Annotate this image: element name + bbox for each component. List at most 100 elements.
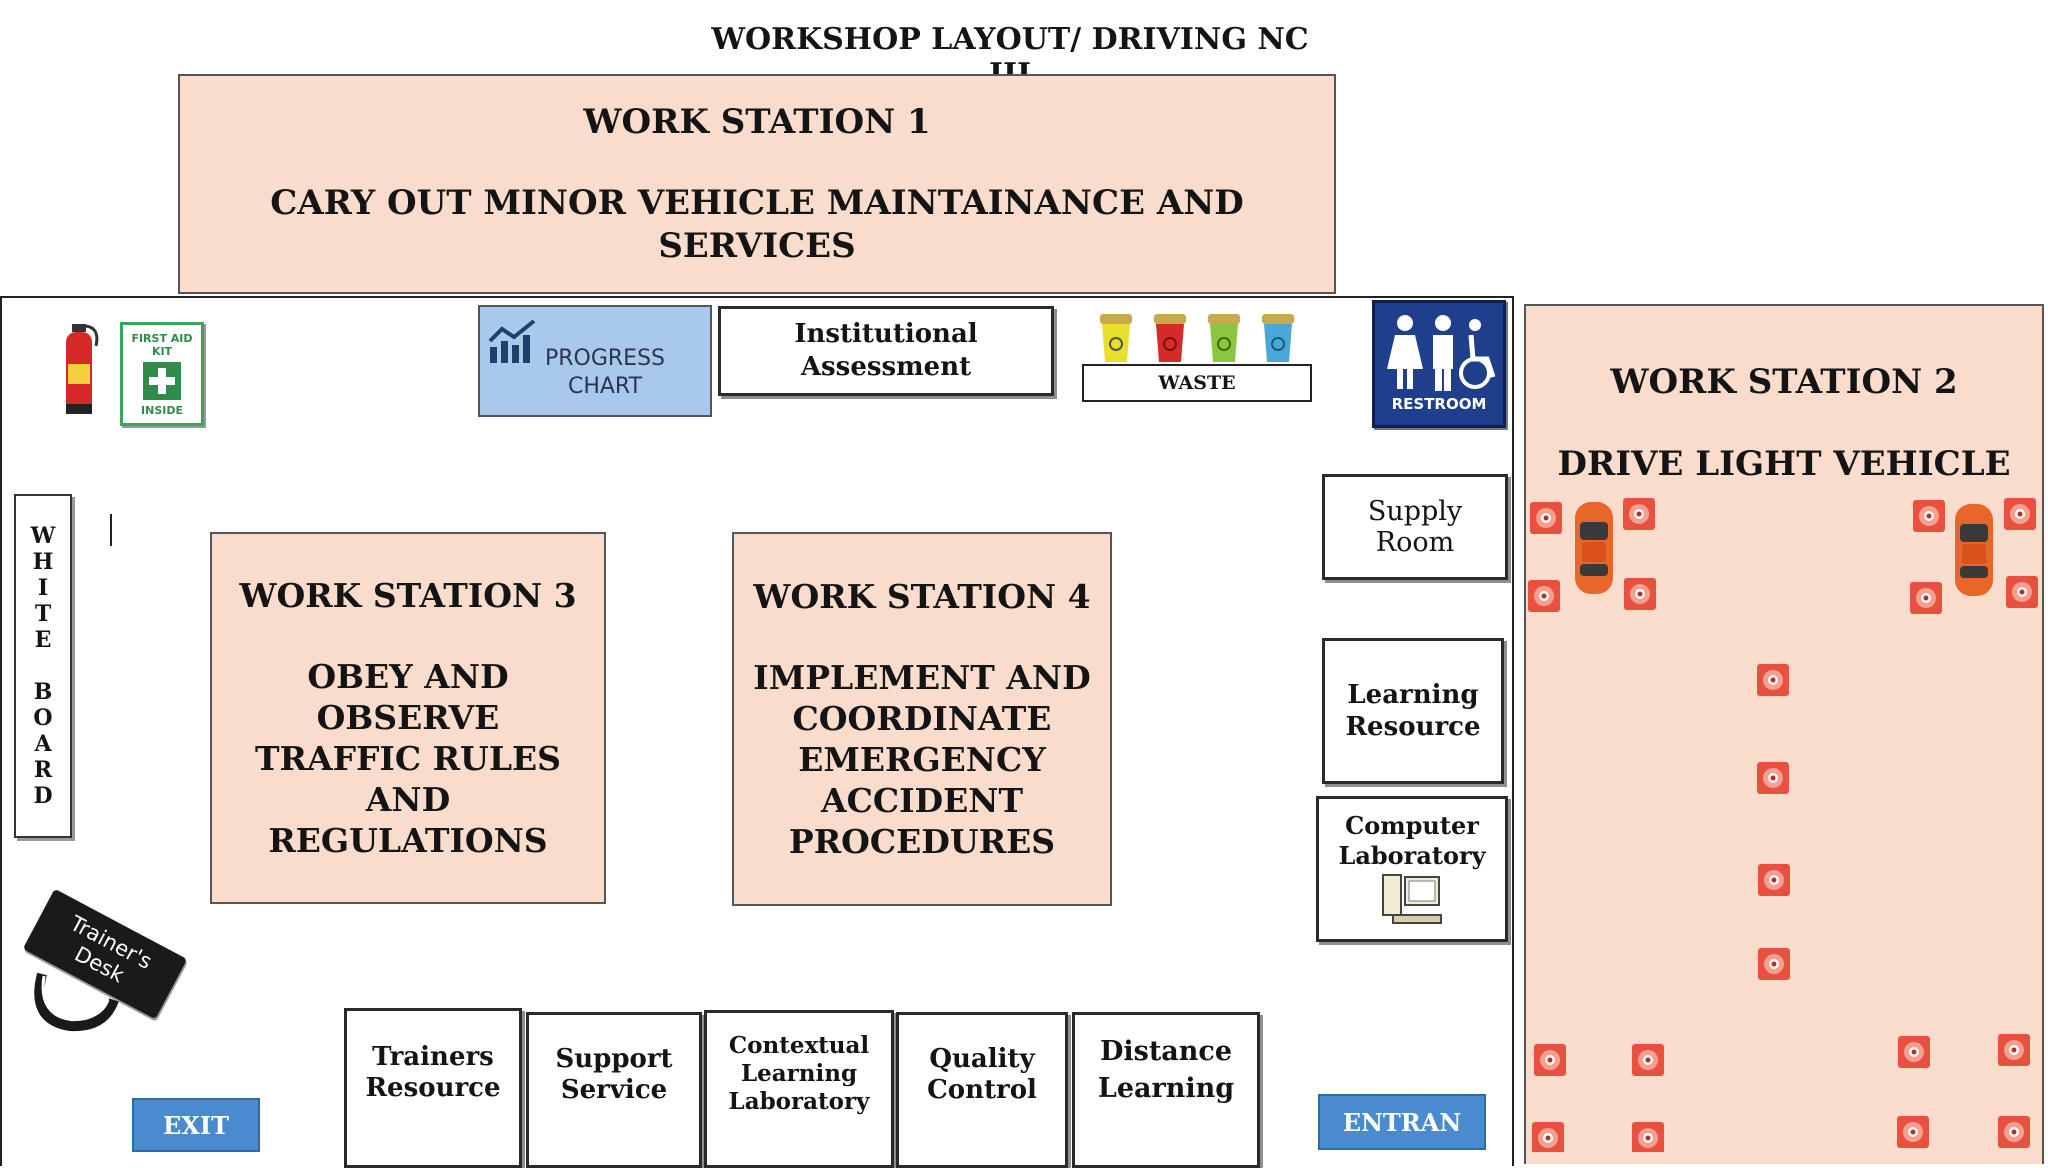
traffic-cone-icon (1910, 582, 1942, 614)
work-station-2: WORK STATION 2 DRIVE LIGHT VEHICLE (1524, 304, 2044, 1164)
waste-bins (1094, 312, 1300, 364)
institutional-label-2: Assessment (800, 352, 972, 382)
traffic-cone-icon (1530, 502, 1562, 534)
room-label: Contextual (728, 1032, 870, 1059)
progress-chart: PROGRESS CHART (478, 305, 712, 417)
bar-chart-icon (488, 319, 536, 363)
quality-control-room: Quality Control (896, 1012, 1068, 1168)
yellow-bin-icon (1100, 314, 1132, 362)
driving-course (1528, 498, 2038, 1152)
ws4-task-line: COORDINATE (792, 699, 1052, 738)
traffic-cone-icon (1528, 580, 1560, 612)
ws1-task-line-2: SERVICES (658, 225, 856, 266)
whiteboard-letter: R (33, 757, 53, 783)
traffic-cone-icon (1624, 578, 1656, 610)
ws3-task-line: TRAFFIC RULES (254, 739, 562, 778)
room-label: Resource (365, 1073, 501, 1103)
progress-chart-label-1: PROGRESS (544, 346, 666, 371)
progress-chart-label-2: CHART (567, 374, 643, 399)
room-label: Learning (1097, 1073, 1235, 1104)
traffic-cone-icon (1632, 1122, 1664, 1152)
room-label: Service (560, 1075, 668, 1105)
traffic-cone-icon (1998, 1116, 2030, 1148)
green-bin-icon (1208, 314, 1240, 362)
traffic-cone-icon (2006, 576, 2038, 608)
support-service-room: Support Service (526, 1012, 702, 1168)
whiteboard-letter: A (34, 731, 52, 757)
ws3-task-line: OBSERVE (316, 698, 500, 737)
restroom-label: RESTROOM (1391, 395, 1487, 413)
text-cursor-mark (110, 514, 112, 546)
traffic-cone-icon (1897, 1116, 1929, 1148)
entrance-sign[interactable]: ENTRAN (1318, 1094, 1486, 1150)
work-station-4: WORK STATION 4 IMPLEMENT AND COORDINATE … (732, 532, 1112, 906)
ws4-task-line: EMERGENCY (798, 740, 1046, 779)
room-label: Distance (1099, 1036, 1233, 1067)
whiteboard-letter: B (33, 679, 53, 705)
ws1-task-line-1: CARY OUT MINOR VEHICLE MAINTAINANCE AND (270, 182, 1244, 223)
whiteboard-letter: W (30, 523, 56, 549)
ws3-task-line: AND (365, 780, 451, 819)
first-aid-label: FIRST AID (131, 331, 193, 345)
traffic-cone-icon (1623, 498, 1655, 530)
supply-room-label-1: Supply (1367, 496, 1463, 527)
first-aid-inside-label: INSIDE (141, 403, 183, 417)
institutional-assessment: Institutional Assessment (718, 306, 1054, 396)
computer-lab-label-1: Computer (1345, 811, 1479, 840)
whiteboard-letter: H (32, 549, 54, 575)
ws3-task-line: REGULATIONS (268, 821, 548, 860)
ws4-task-line: ACCIDENT (820, 781, 1024, 820)
learning-resource-label-1: Learning (1347, 680, 1479, 710)
ws1-name: WORK STATION 1 (583, 101, 931, 142)
diagram-title: WORKSHOP LAYOUT/ DRIVING NC III (711, 22, 1309, 92)
whiteboard-letter: D (33, 783, 53, 809)
exit-sign[interactable]: EXIT (132, 1098, 260, 1152)
computer-laboratory: Computer Laboratory (1316, 796, 1508, 942)
restroom-sign: RESTROOM (1372, 300, 1506, 428)
room-label: Trainers (372, 1042, 494, 1072)
traffic-cone-icon (1758, 948, 1790, 980)
ws4-name: WORK STATION 4 (753, 577, 1091, 616)
main-room-outline (0, 296, 1514, 1166)
ws3-name: WORK STATION 3 (239, 576, 577, 615)
ws3-task-line: OBEY AND (307, 657, 509, 696)
waste-label: WASTE (1082, 364, 1312, 402)
fire-extinguisher-icon (66, 324, 99, 414)
work-station-1: WORK STATION 1 CARY OUT MINOR VEHICLE MA… (178, 74, 1336, 294)
room-label: Quality (929, 1044, 1035, 1074)
whiteboard-letter: E (34, 627, 52, 653)
traffic-cone-icon (1898, 1036, 1930, 1068)
computer-lab-label-2: Laboratory (1338, 841, 1486, 870)
whiteboard: W H I T E B O A R D (14, 494, 72, 838)
first-aid-kit-sign: FIRST AID KIT INSIDE (120, 322, 204, 426)
supply-room-label-2: Room (1375, 527, 1455, 558)
medical-cross-icon (143, 361, 181, 400)
ws2-name: WORK STATION 2 (1610, 362, 1958, 402)
traffic-cone-icon (2004, 498, 2036, 530)
whiteboard-letter: I (37, 575, 49, 601)
room-label: Laboratory (728, 1088, 870, 1115)
traffic-cone-icon (1758, 864, 1790, 896)
traffic-cone-icon (1913, 500, 1945, 532)
traffic-cone-icon (1632, 1044, 1664, 1076)
whiteboard-letter: O (33, 705, 53, 731)
ws2-task: DRIVE LIGHT VEHICLE (1557, 444, 2011, 484)
desk-chair-icon (34, 972, 119, 1032)
distance-learning-room: Distance Learning (1072, 1012, 1260, 1168)
whiteboard-letter: T (34, 601, 52, 627)
red-bin-icon (1154, 314, 1186, 362)
car-icon (1575, 502, 1613, 594)
traffic-cone-icon (1532, 1122, 1564, 1152)
room-label: Control (927, 1075, 1037, 1105)
supply-room: Supply Room (1322, 474, 1508, 580)
room-label: Support (555, 1044, 673, 1074)
computer-icon (1382, 874, 1442, 924)
traffic-cone-icon (1998, 1034, 2030, 1066)
restroom-icon (1387, 315, 1496, 391)
traffic-cone-icon (1534, 1044, 1566, 1076)
trainers-resource-room: Trainers Resource (344, 1008, 522, 1168)
car-icon (1955, 504, 1993, 596)
learning-resource: Learning Resource (1322, 638, 1504, 784)
contextual-learning-laboratory-room: Contextual Learning Laboratory (704, 1010, 894, 1168)
learning-resource-label-2: Resource (1345, 712, 1481, 742)
